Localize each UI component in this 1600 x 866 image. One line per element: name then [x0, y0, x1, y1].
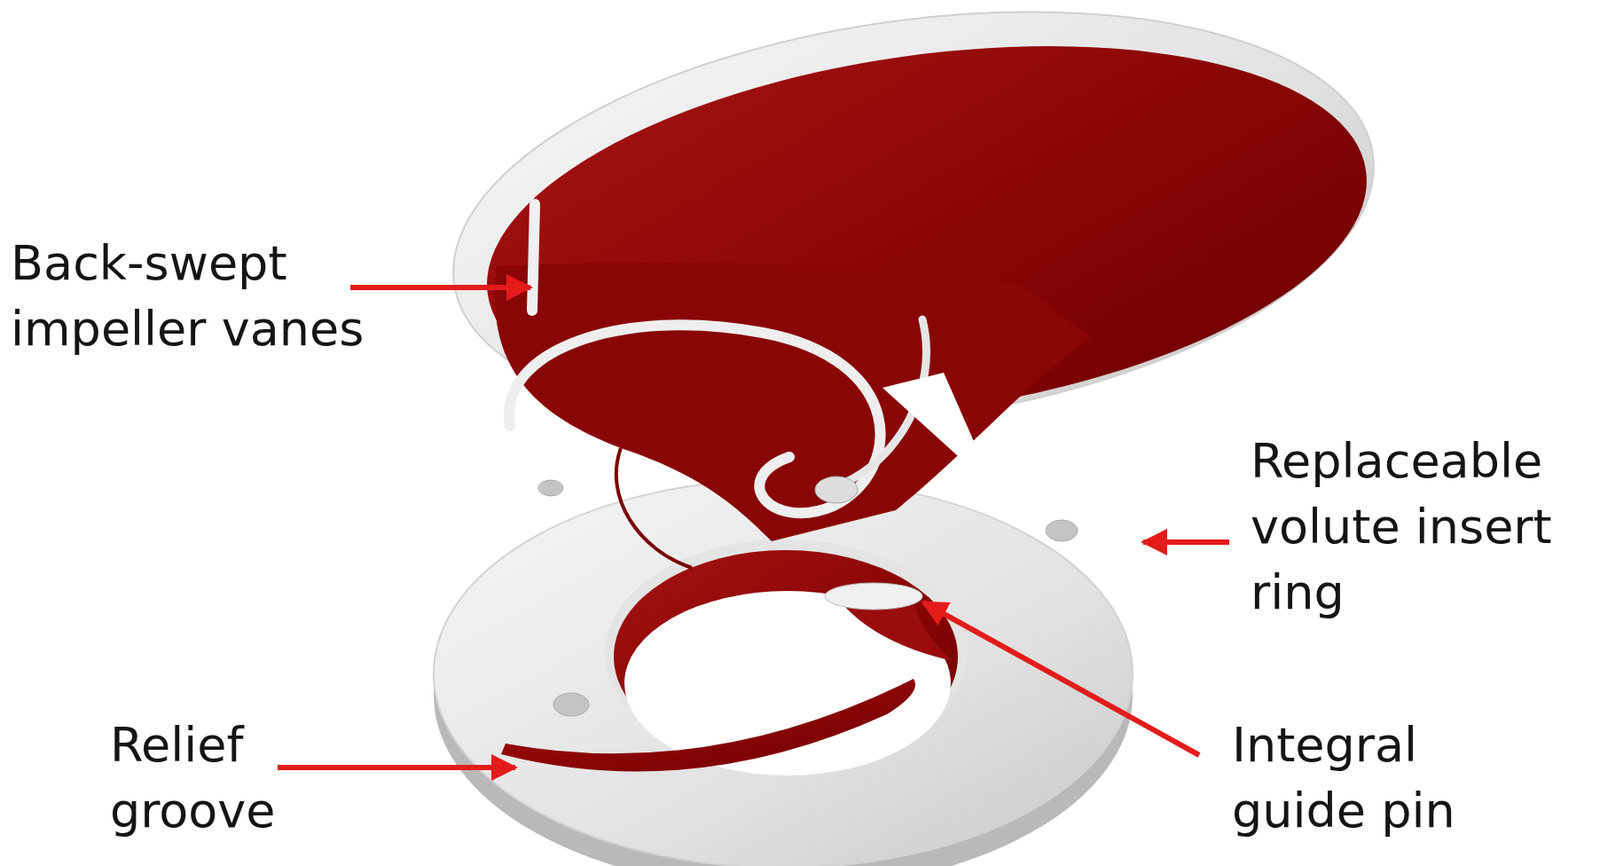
callout-label: Replaceable volute insert ring [1250, 428, 1597, 626]
callout-label: Relief groove [109, 712, 377, 844]
leader-arrows [277, 287, 1230, 768]
relief-groove [501, 678, 916, 772]
callout-label: Integral guide pin [1231, 712, 1534, 844]
callout-label: Back-swept impeller vanes [10, 230, 401, 362]
guide-pin [824, 582, 923, 610]
